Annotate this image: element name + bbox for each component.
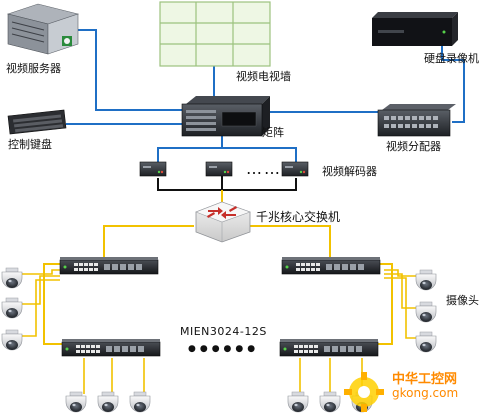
decoder-label: 视频解码器: [322, 165, 377, 178]
camera-bottom-1-icon: [65, 391, 87, 413]
gkong-logo: [344, 372, 384, 412]
switch-top-left-icon: [59, 256, 159, 275]
switch-bottom-left-icon: [61, 338, 161, 357]
watermark-title: 中华工控网: [392, 372, 458, 387]
camera-right-2-icon: [415, 301, 437, 323]
camera-bottom-4-icon: [287, 391, 309, 413]
camera-bottom-5-icon: [319, 391, 341, 413]
camera-left-1-icon: [1, 267, 23, 289]
decoder-3-icon: [281, 161, 309, 177]
link-matrix-decoders: [157, 136, 297, 162]
dvr-icon: [372, 12, 458, 46]
switch-dots: ●●●●●●: [188, 344, 260, 354]
camera-right-1-icon: [415, 269, 437, 291]
link-core-left: [103, 225, 194, 258]
camera-left-3-icon: [1, 329, 23, 351]
camera-links: [20, 269, 418, 394]
watermark-url: gkong.com: [392, 386, 459, 400]
camera-bottom-2-icon: [97, 391, 119, 413]
decoder-dots: ……: [246, 159, 282, 178]
link-dvr-distributor: [441, 46, 465, 123]
link-left-down: [43, 263, 62, 345]
core-switch-label: 千兆核心交换机: [256, 210, 341, 224]
camera-right-3-icon: [415, 331, 437, 353]
switch-top-right-icon: [281, 256, 381, 275]
distributor-icon: [377, 104, 456, 137]
decoder-1-icon: [139, 161, 167, 177]
link-server-matrix: [78, 29, 182, 111]
ethernet-links: [43, 190, 393, 345]
video-server-icon: [6, 3, 80, 55]
decoder-links: [157, 176, 297, 191]
camera-label: 摄像头: [446, 294, 479, 307]
video-wall-icon: [159, 1, 271, 67]
decoder-2-icon: [205, 161, 233, 177]
core-switch-icon: [195, 201, 251, 243]
link-right-down: [378, 263, 393, 345]
matrix-label: 矩阵: [262, 126, 284, 139]
link-core-right: [250, 225, 331, 258]
matrix-icon: [181, 96, 270, 137]
camera-left-2-icon: [1, 297, 23, 319]
video-server-label: 视频服务器: [6, 62, 61, 75]
keyboard-label: 控制键盘: [8, 138, 52, 151]
model-label: MIEN3024-12S: [180, 325, 267, 338]
switch-bottom-right-icon: [279, 338, 379, 357]
video-wall-label: 视频电视墙: [236, 70, 291, 83]
distributor-label: 视频分配器: [386, 140, 441, 153]
camera-bottom-3-icon: [129, 391, 151, 413]
dvr-label: 硬盘录像机: [424, 52, 479, 65]
keyboard-icon: [7, 109, 67, 135]
video-links: [66, 29, 465, 162]
